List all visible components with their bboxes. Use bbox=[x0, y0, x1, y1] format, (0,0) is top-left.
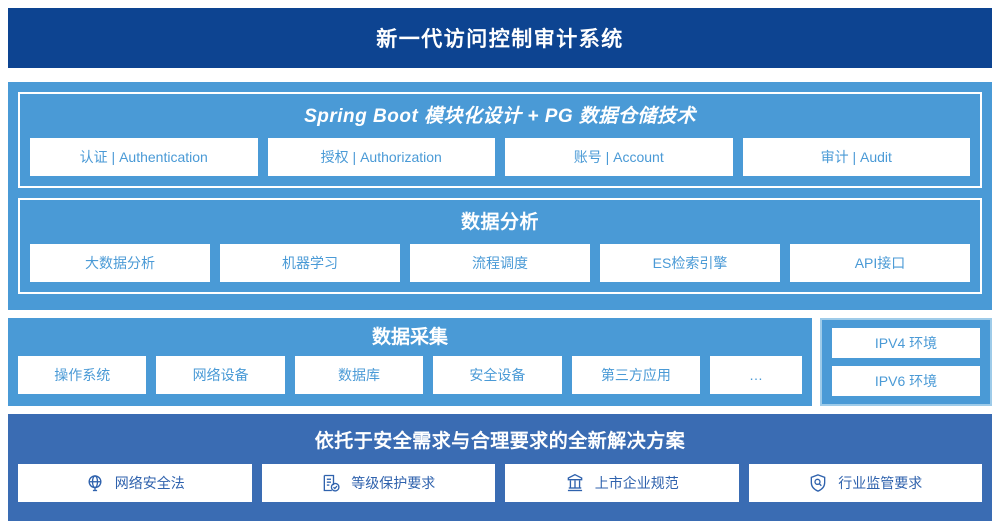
collection-chip-network-device[interactable]: 网络设备 bbox=[156, 356, 285, 394]
solution-chip-listed-company-standard[interactable]: 上市企业规范 bbox=[505, 464, 739, 502]
solution-chip-industry-regulation[interactable]: 行业监管要求 bbox=[748, 464, 982, 502]
platform-panel: Spring Boot 模块化设计 + PG 数据仓储技术 认证 | Authe… bbox=[8, 82, 992, 310]
platform-chip-audit[interactable]: 审计 | Audit bbox=[742, 138, 970, 176]
collection-chip-database[interactable]: 数据库 bbox=[294, 356, 424, 394]
environment-chip-ipv6[interactable]: IPV6 环境 bbox=[832, 366, 980, 396]
platform-section-springboot-title: Spring Boot 模块化设计 + PG 数据仓储技术 bbox=[304, 106, 696, 127]
solution-chip-classified-protection[interactable]: 等级保护要求 bbox=[261, 464, 495, 502]
collection-chip-security-device[interactable]: 安全设备 bbox=[433, 356, 562, 394]
solution-chip-industry-regulation-label: 行业监管要求 bbox=[838, 475, 923, 491]
collection-title: 数据采集 bbox=[371, 327, 448, 348]
solution-chip-cybersecurity-law[interactable]: 网络安全法 bbox=[18, 464, 252, 502]
solution-chip-listed-company-standard-label: 上市企业规范 bbox=[594, 475, 679, 491]
solution-title: 依托于安全需求与合理要求的全新解决方案 bbox=[314, 431, 686, 452]
analysis-chip-workflow[interactable]: 流程调度 bbox=[410, 244, 590, 282]
analysis-chip-machine-learning[interactable]: 机器学习 bbox=[220, 244, 400, 282]
environment-chip-ipv4[interactable]: IPV4 环境 bbox=[832, 328, 980, 358]
page-title-bar: 新一代访问控制审计系统 bbox=[8, 8, 992, 68]
collection-items: 操作系统 网络设备 数据库 安全设备 第三方应用 … bbox=[18, 356, 803, 394]
platform-chip-account[interactable]: 账号 | Account bbox=[505, 138, 733, 176]
solution-chip-classified-protection-label: 等级保护要求 bbox=[351, 475, 436, 491]
analysis-chip-big-data[interactable]: 大数据分析 bbox=[30, 244, 210, 282]
collection-chip-operating-system[interactable]: 操作系统 bbox=[18, 356, 147, 394]
platform-section-data-analysis-items: 大数据分析 机器学习 流程调度 ES检索引擎 API接口 bbox=[30, 244, 970, 282]
solution-items: 网络安全法 等级保护要求 bbox=[18, 464, 982, 502]
collection-panel: 数据采集 操作系统 网络设备 数据库 安全设备 第三方应用 … bbox=[8, 318, 812, 406]
collection-chip-more[interactable]: … bbox=[710, 356, 803, 394]
environment-panel: IPV4 环境 IPV6 环境 bbox=[820, 318, 992, 406]
solution-chip-cybersecurity-law-label: 网络安全法 bbox=[114, 475, 185, 491]
analysis-chip-api[interactable]: API接口 bbox=[790, 244, 970, 282]
collection-chip-third-party-app[interactable]: 第三方应用 bbox=[571, 356, 701, 394]
analysis-chip-es-search[interactable]: ES检索引擎 bbox=[600, 244, 780, 282]
platform-chip-authentication[interactable]: 认证 | Authentication bbox=[30, 138, 258, 176]
collection-row: 数据采集 操作系统 网络设备 数据库 安全设备 第三方应用 … IPV4 环境 … bbox=[8, 318, 992, 406]
bank-building-icon bbox=[565, 473, 585, 493]
platform-section-springboot: Spring Boot 模块化设计 + PG 数据仓储技术 认证 | Authe… bbox=[18, 92, 982, 188]
shield-search-icon bbox=[808, 473, 828, 493]
globe-icon bbox=[85, 473, 105, 493]
document-check-icon bbox=[321, 473, 341, 493]
platform-section-springboot-items: 认证 | Authentication 授权 | Authorization 账… bbox=[30, 138, 970, 176]
page-title: 新一代访问控制审计系统 bbox=[376, 28, 624, 51]
solution-panel: 依托于安全需求与合理要求的全新解决方案 网络安全法 bbox=[8, 414, 992, 521]
platform-section-data-analysis-title: 数据分析 bbox=[460, 212, 539, 233]
platform-chip-authorization[interactable]: 授权 | Authorization bbox=[267, 138, 495, 176]
platform-section-data-analysis: 数据分析 大数据分析 机器学习 流程调度 ES检索引擎 API接口 bbox=[18, 198, 982, 294]
